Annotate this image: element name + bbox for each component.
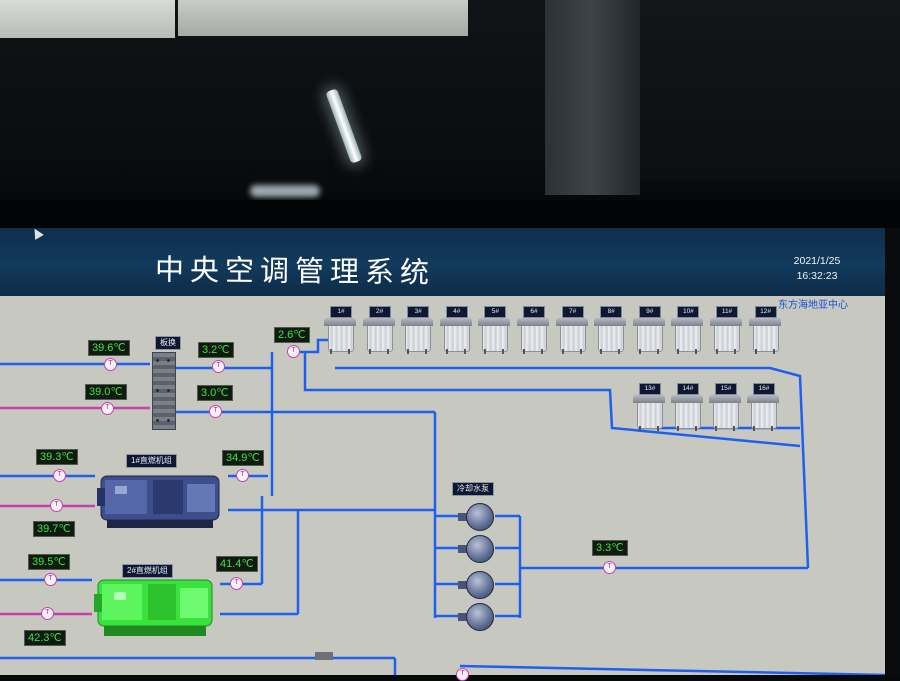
app-header: 中央空调管理系统 2021/1/25 16:32:23	[0, 226, 885, 298]
temp-readout-exchanger-top: 3.2℃	[198, 342, 234, 358]
chiller-unit-1[interactable]	[95, 470, 225, 532]
exchanger-label: 板换	[155, 336, 181, 350]
temp-sensor-icon[interactable]: T	[209, 405, 222, 418]
cooling-tower-label: 12#	[754, 306, 777, 318]
cooling-tower-label: 15#	[715, 383, 737, 395]
temp-readout-chiller1-out: 34.9℃	[222, 450, 264, 466]
window-frame	[545, 0, 640, 195]
temp-sensor-icon[interactable]: T	[230, 577, 243, 590]
temp-sensor-icon[interactable]: T	[236, 469, 249, 482]
cooling-tower[interactable]	[362, 318, 395, 354]
cooling-tower-label: 8#	[600, 306, 623, 318]
temp-sensor-icon[interactable]: T	[50, 499, 63, 512]
temp-readout-left-top: 39.6℃	[88, 340, 130, 356]
cooling-water-pump-2[interactable]	[458, 535, 494, 563]
cooling-tower[interactable]	[478, 318, 511, 354]
temp-readout-chiller2-out: 41.4℃	[216, 556, 258, 572]
location-label: 东方海地亚中心	[778, 300, 848, 311]
datetime-display: 2021/1/25 16:32:23	[782, 254, 852, 284]
time-text: 16:32:23	[796, 270, 838, 282]
temp-readout-tower-supply: 2.6℃	[274, 327, 310, 343]
chiller2-label: 2#直燃机组	[122, 564, 173, 578]
page-title: 中央空调管理系统	[154, 252, 436, 290]
light-glare	[250, 185, 320, 197]
cooling-water-pump-1[interactable]	[458, 503, 494, 531]
temp-sensor-icon[interactable]: T	[41, 607, 54, 620]
cooling-tower[interactable]	[747, 395, 779, 431]
cooling-tower[interactable]	[671, 395, 703, 431]
cooling-tower[interactable]	[671, 318, 704, 354]
cooling-tower[interactable]	[632, 318, 665, 354]
cooling-tower-label: 14#	[677, 383, 699, 395]
cooling-tower-label: 2#	[368, 306, 391, 318]
cooling-tower[interactable]	[594, 318, 627, 354]
cooling-tower-label: 3#	[407, 306, 430, 318]
hvac-schematic-panel: 东方海地亚中心	[0, 296, 885, 681]
cooling-tower-label: 5#	[484, 306, 507, 318]
cooling-tower[interactable]	[439, 318, 472, 354]
temp-readout-chiller1-in: 39.3℃	[36, 449, 78, 465]
cooling-tower[interactable]	[555, 318, 588, 354]
monitor-screen: 中央空调管理系统 2021/1/25 16:32:23 东方海地亚中心	[0, 226, 900, 681]
cooling-tower[interactable]	[748, 318, 781, 354]
pump-icon	[466, 571, 494, 599]
cooling-tower[interactable]	[324, 318, 356, 354]
monitor-bezel	[0, 200, 900, 230]
cooling-tower-label: 10#	[677, 306, 700, 318]
cooling-tower[interactable]	[517, 318, 549, 354]
temp-sensor-icon[interactable]: T	[603, 561, 616, 574]
cooling-tower-label: 9#	[638, 306, 661, 318]
ceiling-lamp-reflection	[325, 88, 363, 164]
cooling-water-pump-4[interactable]	[458, 603, 494, 631]
temp-sensor-icon[interactable]: T	[287, 345, 300, 358]
chiller1-label: 1#直燃机组	[126, 454, 177, 468]
temp-readout-chiller2-return: 42.3℃	[24, 630, 66, 646]
temp-readout-pump-out: 3.3℃	[592, 540, 628, 556]
window-dark	[640, 0, 900, 180]
chiller-unit-2[interactable]	[92, 574, 218, 640]
pump-icon	[466, 503, 494, 531]
cooling-tower-label: 16#	[753, 383, 775, 395]
plate-heat-exchanger[interactable]	[152, 352, 176, 430]
mouse-pointer-icon	[30, 226, 44, 240]
temp-sensor-icon[interactable]: T	[212, 360, 225, 373]
paper-sheet-left	[0, 0, 175, 38]
pump-icon	[466, 603, 494, 631]
cooling-tower-label: 1#	[330, 306, 352, 318]
cooling-tower-label: 11#	[716, 306, 738, 318]
cooling-tower[interactable]	[710, 318, 742, 354]
temp-sensor-icon[interactable]: T	[53, 469, 66, 482]
pumps-label: 冷却水泵	[452, 482, 494, 496]
cooling-tower-label: 13#	[639, 383, 661, 395]
cooling-tower-label: 7#	[561, 306, 584, 318]
cooling-tower-label: 6#	[523, 306, 545, 318]
temp-sensor-icon[interactable]: T	[101, 402, 114, 415]
cooling-tower[interactable]	[633, 395, 665, 431]
cooling-tower-label: 4#	[445, 306, 468, 318]
cooling-tower-pipes	[270, 338, 810, 569]
cooling-tower[interactable]	[401, 318, 434, 354]
pump-icon	[466, 535, 494, 563]
room-background	[0, 0, 900, 230]
temp-sensor-icon[interactable]: T	[104, 358, 117, 371]
date-text: 2021/1/25	[793, 255, 841, 267]
temp-readout-exchanger-bottom: 3.0℃	[197, 385, 233, 401]
temp-readout-chiller2-in: 39.5℃	[28, 554, 70, 570]
cooling-tower[interactable]	[709, 395, 741, 431]
temp-readout-chiller1-return: 39.7℃	[33, 521, 75, 537]
cooling-water-pump-3[interactable]	[458, 571, 494, 599]
paper-sheet-right	[178, 0, 468, 36]
monitor-right-edge	[885, 228, 900, 675]
temp-readout-left-second: 39.0℃	[85, 384, 127, 400]
temp-sensor-icon[interactable]: T	[44, 573, 57, 586]
valve-icon[interactable]	[315, 652, 333, 660]
